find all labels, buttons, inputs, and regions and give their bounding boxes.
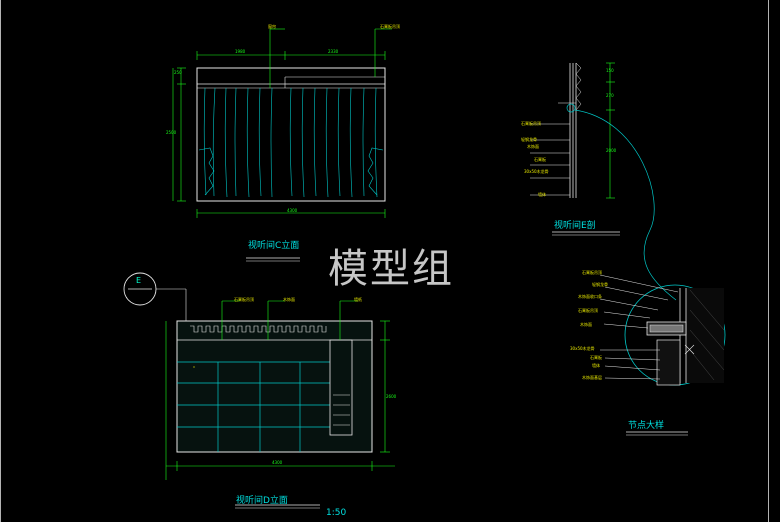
note-detail-5: 30x50木龙骨 (570, 346, 595, 351)
note-e-3: 石膏板 (534, 157, 546, 162)
note-detail-1: 轻钢龙骨 (592, 282, 608, 287)
section-marker-label: E (136, 276, 142, 285)
title-elevation-c: 视听间C立面 (248, 241, 300, 251)
dim-c-bottom: 4300 (287, 208, 298, 213)
note-e-0: 石膏板吊顶 (521, 121, 541, 126)
dim-c-left-2: 2500 (166, 130, 177, 135)
note-d-2: 木饰面 (283, 297, 295, 302)
elevation-d (123, 272, 395, 509)
dim-d-bottom: 4300 (272, 460, 283, 465)
scale-elevation-d: 1:50 (326, 508, 347, 518)
note-detail-8: 木饰面基层 (582, 375, 602, 380)
note-detail-4: 木饰面 (580, 322, 592, 327)
note-detail-0: 石膏板吊顶 (582, 270, 602, 275)
dim-c-top-right: 2330 (328, 49, 339, 54)
note-e-1: 轻钢龙骨 (521, 137, 537, 142)
note-c-ceiling: 石膏板吊顶 (380, 24, 400, 29)
note-d-1: 石膏板吊顶 (234, 297, 254, 302)
section-e (530, 62, 677, 301)
note-e-5: 墙体 (538, 192, 546, 197)
dim-e-2: 2000 (606, 148, 617, 153)
dim-d-right: 2600 (386, 394, 397, 399)
detail-node (599, 274, 726, 436)
note-detail-6: 石膏板 (590, 355, 602, 360)
title-elevation-d: 视听间D立面 (236, 496, 288, 506)
note-detail-7: 墙体 (592, 363, 600, 368)
note-e-2: 木饰面 (527, 144, 539, 149)
note-c-curtain: 窗帘 (268, 24, 276, 29)
dim-c-left-1: 250 (174, 70, 182, 75)
dim-e-1: 270 (606, 93, 614, 98)
watermark-text: 模型组 (328, 246, 454, 292)
note-d-3: 墙纸 (354, 297, 362, 302)
dim-e-0: 150 (606, 68, 614, 73)
note-detail-3: 石膏板吊顶 (578, 308, 598, 313)
note-detail-2: 木饰面收口条 (578, 294, 602, 299)
elevation-c (172, 28, 392, 262)
dim-c-top-left: 1980 (235, 49, 246, 54)
note-e-4: 30x50木龙骨 (524, 169, 549, 174)
title-section-e: 视听间E剖 (554, 221, 596, 231)
title-detail: 节点大样 (628, 421, 665, 431)
